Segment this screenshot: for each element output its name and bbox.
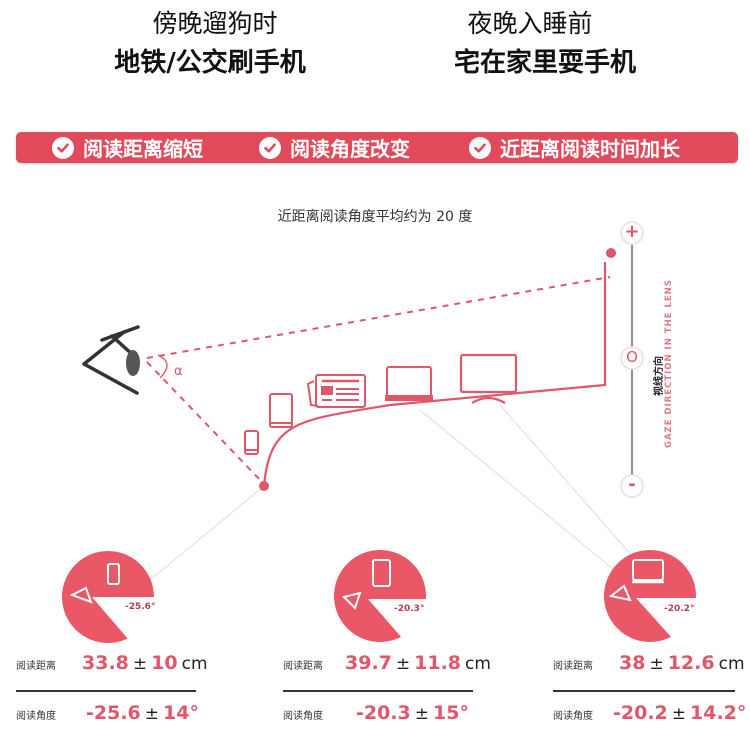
- plus-minus: ±: [144, 704, 160, 724]
- divider: [16, 690, 196, 692]
- distance-deviation: 11.8: [414, 652, 462, 674]
- scale-zero-label: O: [626, 348, 638, 366]
- diagram-subtitle: 近距离阅读角度平均约为 20 度: [277, 209, 473, 225]
- laptop-icon: [385, 366, 433, 401]
- far-point-dot: [606, 248, 616, 258]
- angle-label: 阅读角度: [16, 711, 56, 722]
- scale-plus-label: +: [624, 221, 640, 242]
- angle-deviation: 14.2°: [690, 702, 747, 724]
- banner-item-distance: 阅读距离缩短: [52, 132, 203, 163]
- angle-value: -25.6: [86, 702, 141, 724]
- headline-left-line2: 地铁/公交刷手机: [114, 48, 306, 78]
- distance-value: 38: [619, 652, 646, 674]
- circle-angle-value: -20.2°: [664, 604, 694, 614]
- banner-item-label: 近距离阅读时间加长: [500, 137, 680, 161]
- angle-value: -20.2: [613, 702, 668, 724]
- distance-label: 阅读距离: [553, 661, 593, 672]
- banner-item-label: 阅读距离缩短: [83, 137, 203, 161]
- angle-wedge-icon: [608, 584, 632, 602]
- plus-minus: ±: [395, 654, 411, 674]
- angle-wedge-icon: [69, 586, 93, 604]
- newspaper-icon: [306, 374, 366, 408]
- divider: [283, 690, 473, 692]
- phone-angle-circle: -25.6°: [62, 551, 155, 643]
- check-circle-icon: [259, 136, 281, 159]
- headline-right-line1: 夜晚入睡前: [467, 9, 593, 38]
- distance-value: 33.8: [82, 652, 129, 674]
- plus-minus: ±: [671, 704, 687, 724]
- plus-minus: ±: [132, 654, 148, 674]
- smartphone-icon: [244, 430, 259, 455]
- angle-deviation: 15°: [433, 702, 469, 724]
- sight-lines: [146, 276, 611, 483]
- scale-minus-label: -: [628, 474, 636, 495]
- angle-value: -20.3: [356, 702, 411, 724]
- gaze-direction-en-label: GAZE DIRECTION IN THE LENS: [664, 279, 674, 448]
- angle-wedge-icon: [342, 591, 362, 610]
- scale-zero-button: [620, 346, 644, 370]
- distance-deviation: 12.6: [667, 652, 715, 674]
- plus-minus: ±: [649, 654, 664, 674]
- scale-minus-button: [620, 474, 644, 498]
- tablet-icon: [269, 393, 293, 428]
- plus-minus: ±: [414, 704, 430, 724]
- benefits-banner: 阅读距离缩短 阅读角度改变 近距离阅读时间加长: [16, 132, 738, 163]
- headline-left-line1: 傍晚遛狗时: [152, 9, 278, 38]
- angle-deviation: 14°: [163, 702, 199, 724]
- banner-item-label: 阅读角度改变: [290, 137, 410, 161]
- scale-plus-button: [620, 221, 644, 245]
- circle-angle-value: -20.3°: [394, 604, 424, 614]
- angle-label: 阅读角度: [283, 711, 323, 722]
- near-point-dot: [259, 481, 269, 491]
- tablet-angle-circle: -20.3°: [334, 550, 426, 642]
- circle-angle-value: -25.6°: [125, 602, 155, 612]
- angle-arc: [157, 354, 168, 379]
- check-circle-icon: [52, 136, 74, 159]
- angle-alpha-label: α: [174, 364, 183, 379]
- distance-label: 阅读距离: [16, 661, 56, 672]
- distance-value: 39.7: [345, 652, 392, 674]
- monitor-icon: [459, 353, 518, 404]
- laptop-angle-circle: -20.2°: [604, 550, 696, 642]
- angle-label: 阅读角度: [553, 711, 593, 722]
- gaze-curve: [262, 262, 607, 487]
- banner-item-angle: 阅读角度改变: [259, 132, 410, 163]
- eye-pupil: [126, 350, 140, 376]
- gaze-direction-cn-label: 视线方向: [654, 356, 665, 396]
- distance-unit: cm: [465, 654, 491, 674]
- divider: [553, 690, 735, 692]
- distance-unit: cm: [718, 654, 745, 674]
- check-circle-icon: [469, 136, 491, 159]
- headline-right-line2: 宅在家里耍手机: [453, 48, 636, 78]
- distance-unit: cm: [181, 654, 208, 674]
- projection-lines: [149, 404, 641, 581]
- distance-deviation: 10: [151, 652, 178, 674]
- banner-item-time: 近距离阅读时间加长: [469, 132, 680, 163]
- distance-label: 阅读距离: [283, 661, 323, 672]
